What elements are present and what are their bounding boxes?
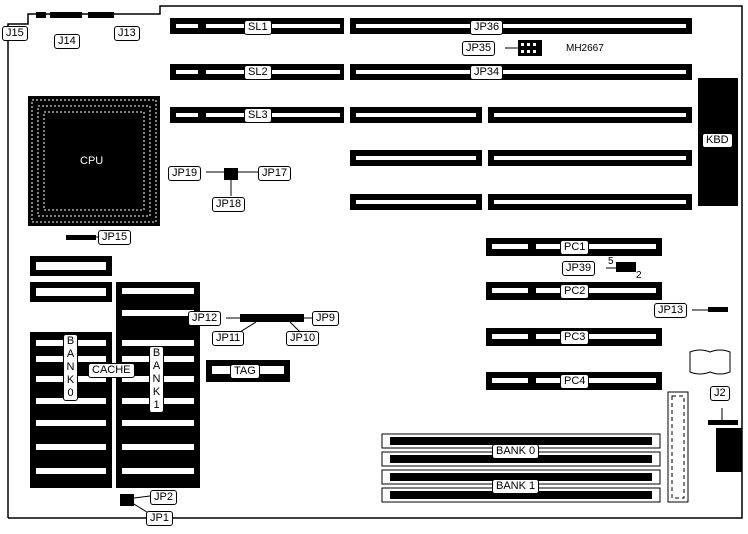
pc4-label: PC4 [560,374,590,389]
jp12-label: JP12 [188,311,222,326]
kbd-label: KBD [702,133,733,148]
jp34-label: JP34 [470,65,504,80]
jp39-pins [616,262,636,272]
jp2-pins [120,494,134,506]
jp15-pins [66,235,96,240]
isa-slot-4 [350,150,692,166]
jp18-pins [224,168,238,180]
board-outline [7,5,743,519]
cache-label: CACHE [88,363,135,378]
j2-pins [708,420,738,425]
jp11-leader [239,321,257,333]
jp11-label: JP11 [212,331,245,346]
simm-bank1-label: BANK 1 [492,479,540,494]
sl3-label: SL3 [244,108,272,123]
jp2-label: JP2 [150,490,177,505]
jp9-jp12-pins [240,314,304,322]
cpu-label: CPU [76,154,108,169]
jp36-label: JP36 [470,20,504,35]
j14-connector [50,12,82,18]
j15-label: J15 [2,26,28,41]
j13-connector [88,12,114,18]
jp18-label: JP18 [212,197,246,212]
jp35-pins [518,40,542,56]
simm-bank0-label: BANK 0 [492,444,540,459]
jp10-leader [289,321,301,333]
simm-socket-2 [381,451,661,467]
jp1-label: JP1 [146,511,173,526]
power-connector [667,391,689,503]
isa-slot-1 [350,18,692,34]
jp39-label: JP39 [562,261,596,276]
isa-slot-5 [350,194,692,210]
battery-outline [689,349,731,375]
j14-label: J14 [54,34,80,49]
j2-label: J2 [710,386,730,401]
jp35-label: JP35 [462,41,496,56]
cpu-socket [28,96,160,226]
bank1-cache-label: BANK1 [149,346,164,413]
jp13-label: JP13 [654,303,688,318]
jp17-label: JP17 [258,166,292,181]
isa-slot-2 [350,64,692,80]
pc1-label: PC1 [560,240,590,255]
jp39-pin-5: 5 [608,256,614,267]
jp13-pins [708,307,728,312]
j2-connector [716,428,742,472]
bank0-cache-label: BANK0 [63,334,78,401]
jp9-label: JP9 [312,311,339,326]
jp19-label: JP19 [168,166,202,181]
tag-label: TAG [230,364,260,379]
pc3-label: PC3 [560,330,590,345]
pc2-label: PC2 [560,284,590,299]
j13-label: J13 [114,26,140,41]
j15-connector [36,12,46,18]
sl2-label: SL2 [244,65,272,80]
jp10-label: JP10 [286,331,320,346]
jp15-label: JP15 [98,230,132,245]
isa-slot-3 [350,107,692,123]
model-number: MH2667 [566,43,604,54]
dram-chips-left-upper [30,256,112,302]
jp2-leader [133,495,151,499]
jp39-pin-2: 2 [636,270,642,281]
sl1-label: SL1 [244,20,272,35]
